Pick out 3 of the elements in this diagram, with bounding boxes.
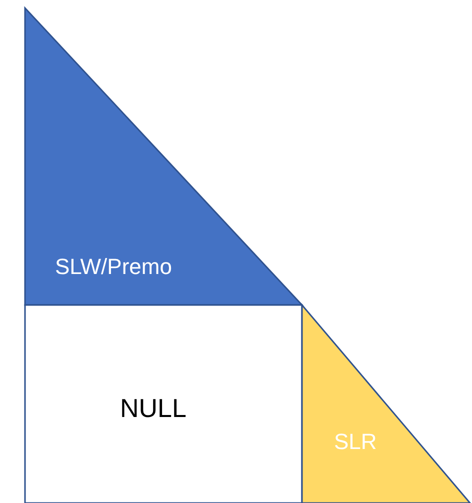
region-label: SLW/Premo: [55, 254, 172, 280]
region-label: SLR: [334, 429, 377, 455]
region-label: NULL: [120, 393, 186, 424]
